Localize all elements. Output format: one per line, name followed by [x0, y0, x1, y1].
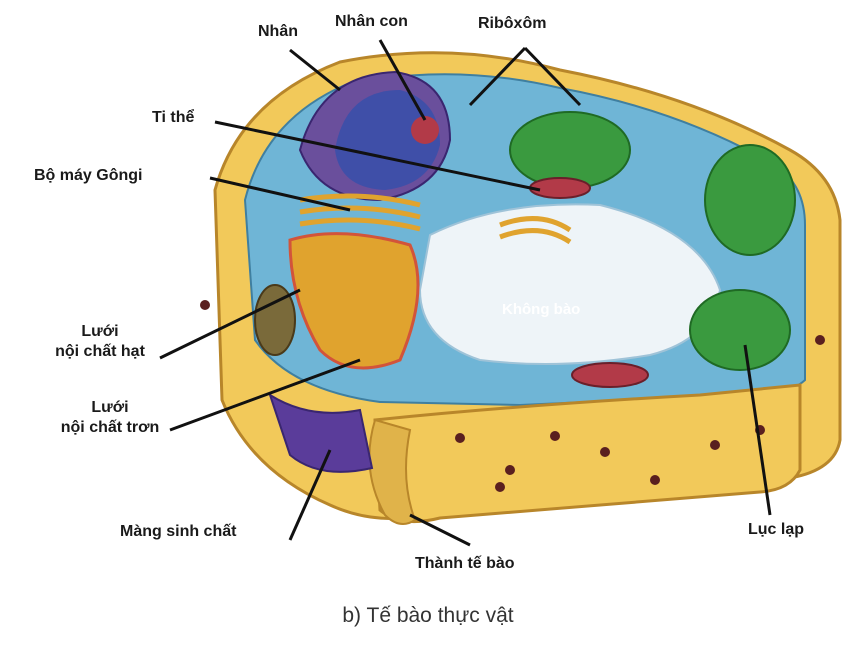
label-cell-membrane: Màng sinh chất — [120, 522, 236, 542]
label-rough-er: Lưới nội chất hạt — [40, 322, 160, 362]
chloroplast-shape-1 — [510, 112, 630, 188]
label-chloroplast: Lục lạp — [748, 520, 804, 540]
nucleolus-shape — [411, 116, 439, 144]
chloroplast-shape-3 — [690, 290, 790, 370]
label-smooth-er-line2: nội chất trơn — [50, 418, 170, 438]
label-smooth-er: Lưới nội chất trơn — [50, 398, 170, 438]
mitochondrion-shape-2 — [572, 363, 648, 387]
label-golgi: Bộ máy Gôngi — [34, 166, 142, 186]
label-mitochondria: Ti thể — [152, 108, 194, 128]
figure-caption: b) Tế bào thực vật — [0, 604, 856, 628]
label-rough-er-line2: nội chất hạt — [40, 342, 160, 362]
label-ribosome: Ribôxôm — [478, 14, 546, 34]
mitochondrion-shape-1 — [530, 178, 590, 198]
label-smooth-er-line1: Lưới — [50, 398, 170, 418]
label-cell-wall: Thành tế bào — [415, 554, 515, 574]
label-rough-er-line1: Lưới — [40, 322, 160, 342]
chloroplast-shape-2 — [705, 145, 795, 255]
label-nucleus: Nhân — [258, 22, 298, 42]
label-nucleolus: Nhân con — [335, 12, 408, 32]
label-vacuole: Không bào — [502, 300, 580, 320]
